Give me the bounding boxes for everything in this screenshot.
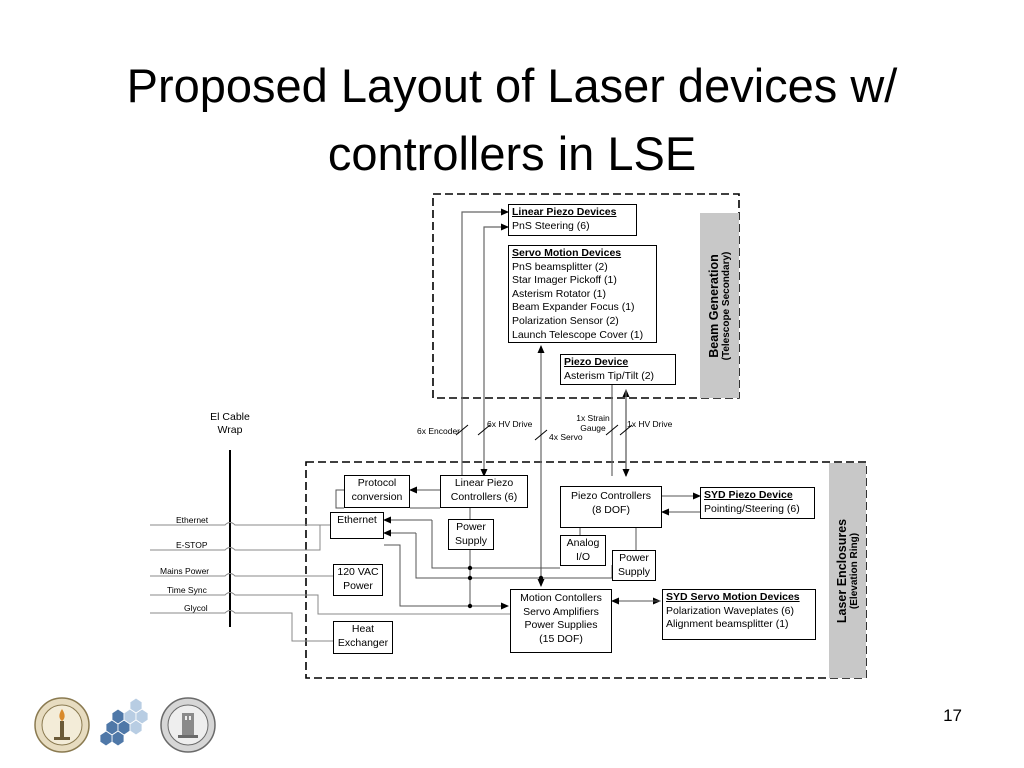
motion-controllers-line: Motion Contollers bbox=[520, 592, 602, 604]
page-number: 17 bbox=[943, 706, 962, 725]
protocol-conversion-line: Protocol bbox=[357, 477, 397, 489]
power-supply-a-line: Supply bbox=[454, 534, 488, 547]
linear-piezo-devices-item: PnS Steering (6) bbox=[512, 219, 590, 232]
input-label-glycol: Glycol bbox=[184, 603, 208, 613]
hv-drive-6-label: 6x HV Drive bbox=[487, 419, 533, 429]
syd-servo-motion-devices-item: Alignment beamsplitter (1) bbox=[666, 618, 789, 631]
slide-title: Proposed Layout of Laser devices w/ cont… bbox=[40, 52, 984, 188]
servo-4-label: 4x Servo bbox=[549, 432, 583, 442]
servo-motion-devices-item: Beam Expander Focus (1) bbox=[512, 301, 635, 314]
power-supply-b-line: Power bbox=[619, 552, 649, 564]
beam-generation-sidebar: Beam Generation (Telescope Secondary) bbox=[700, 213, 739, 398]
cable-wrap-line-2: Wrap bbox=[217, 424, 243, 436]
motion-controllers-box: Motion Contollers Servo Amplifiers Power… bbox=[510, 589, 612, 653]
bundle-marks bbox=[455, 424, 633, 441]
heat-exchanger-line: Exchanger bbox=[337, 636, 389, 649]
linear-piezo-controllers-line: Linear Piezo bbox=[454, 477, 514, 489]
servo-motion-devices-item: Polarization Sensor (2) bbox=[512, 314, 619, 327]
piezo-device-item: Asterism Tip/Tilt (2) bbox=[564, 369, 655, 382]
cable-wrap-line-1: El Cable bbox=[210, 411, 250, 423]
input-lines bbox=[150, 522, 510, 642]
input-label-estop: E-STOP bbox=[176, 540, 208, 550]
linear-piezo-controllers-box: Linear Piezo Controllers (6) bbox=[440, 475, 528, 508]
servo-motion-devices-box: Servo Motion Devices PnS beamsplitter (2… bbox=[508, 245, 657, 343]
linear-piezo-devices-box: Linear Piezo Devices PnS Steering (6) bbox=[508, 204, 637, 236]
motion-controllers-line: Power Supplies bbox=[524, 619, 598, 632]
strain-gauge-line-1: 1x Strain bbox=[576, 413, 610, 423]
ethernet-box: Ethernet bbox=[330, 512, 384, 539]
servo-motion-devices-item: Launch Telescope Cover (1) bbox=[512, 328, 644, 341]
analog-io-line: Analog bbox=[566, 537, 600, 549]
beam-generation-subtitle: (Telescope Secondary) bbox=[720, 251, 732, 360]
input-label-ethernet: Ethernet bbox=[176, 515, 209, 525]
power-supply-a-line: Power bbox=[456, 521, 486, 533]
hv-drive-1-label: 1x HV Drive bbox=[627, 419, 673, 429]
servo-motion-devices-header: Servo Motion Devices bbox=[512, 247, 622, 259]
syd-piezo-device-item: Pointing/Steering (6) bbox=[704, 502, 800, 515]
protocol-conversion-box: Protocol conversion bbox=[344, 475, 410, 508]
laser-enclosures-title: Laser Enclosures bbox=[834, 518, 849, 623]
slide-title-line-1: Proposed Layout of Laser devices w/ bbox=[126, 59, 898, 112]
tmt-mirror-logo bbox=[99, 697, 149, 747]
syd-piezo-device-box: SYD Piezo Device Pointing/Steering (6) bbox=[700, 487, 815, 519]
laser-enclosures-enclosure bbox=[305, 461, 867, 679]
laser-enclosures-sidebar: Laser Enclosures (Elevation Ring) bbox=[829, 463, 866, 678]
servo-motion-devices-item: Asterism Rotator (1) bbox=[512, 287, 606, 300]
protocol-conversion-line: conversion bbox=[351, 490, 403, 503]
motion-controllers-line: (15 DOF) bbox=[539, 632, 583, 645]
input-label-mains-power: Mains Power bbox=[160, 566, 210, 576]
power-supply-b-box: Power Supply bbox=[612, 550, 656, 581]
heat-exchanger-line: Heat bbox=[351, 623, 375, 635]
beam-generation-title: Beam Generation bbox=[706, 253, 721, 358]
vac-power-box: 120 VAC Power bbox=[333, 564, 383, 596]
syd-servo-motion-devices-item: Polarization Waveplates (6) bbox=[666, 604, 794, 617]
slide-title-line-2: controllers in LSE bbox=[327, 127, 697, 180]
syd-piezo-device-header: SYD Piezo Device bbox=[704, 489, 793, 501]
uc-seal-logo bbox=[160, 697, 216, 753]
linear-piezo-devices-header: Linear Piezo Devices bbox=[512, 206, 617, 218]
strain-gauge-line-2: Gauge bbox=[580, 423, 606, 433]
signal-lines bbox=[461, 208, 630, 587]
caltech-seal-logo bbox=[34, 697, 90, 753]
heat-exchanger-box: Heat Exchanger bbox=[333, 621, 393, 654]
junction-dots bbox=[467, 565, 544, 609]
power-supply-a-box: Power Supply bbox=[448, 519, 494, 550]
servo-motion-devices-item: PnS beamsplitter (2) bbox=[512, 260, 608, 273]
piezo-controllers-line: (8 DOF) bbox=[592, 503, 630, 516]
ethernet-box-label: Ethernet bbox=[337, 514, 377, 526]
syd-servo-motion-devices-header: SYD Servo Motion Devices bbox=[666, 591, 800, 603]
piezo-device-header: Piezo Device bbox=[564, 356, 629, 368]
vac-power-line: Power bbox=[343, 579, 373, 592]
piezo-controllers-line: Piezo Controllers bbox=[571, 490, 651, 502]
servo-motion-devices-item: Star Imager Pickoff (1) bbox=[512, 274, 617, 287]
analog-io-line: I/O bbox=[575, 550, 590, 563]
motion-controllers-line: Servo Amplifiers bbox=[523, 605, 599, 618]
encoder-label: 6x Encoder bbox=[417, 426, 460, 436]
syd-servo-motion-devices-box: SYD Servo Motion Devices Polarization Wa… bbox=[662, 589, 816, 640]
strain-gauge-label: 1x Strain Gauge bbox=[570, 413, 616, 433]
power-supply-b-line: Supply bbox=[617, 565, 651, 578]
input-label-time-sync: Time Sync bbox=[167, 585, 207, 595]
cable-wrap-label: El Cable Wrap bbox=[195, 411, 265, 437]
analog-io-box: Analog I/O bbox=[560, 535, 606, 566]
vac-power-line: 120 VAC bbox=[337, 566, 379, 578]
piezo-controllers-box: Piezo Controllers (8 DOF) bbox=[560, 486, 662, 528]
laser-enclosures-subtitle: (Elevation Ring) bbox=[848, 532, 860, 609]
piezo-device-box: Piezo Device Asterism Tip/Tilt (2) bbox=[560, 354, 676, 385]
linear-piezo-controllers-line: Controllers (6) bbox=[450, 490, 518, 503]
beam-generation-enclosure bbox=[432, 193, 740, 399]
internal-connectors bbox=[335, 486, 701, 610]
